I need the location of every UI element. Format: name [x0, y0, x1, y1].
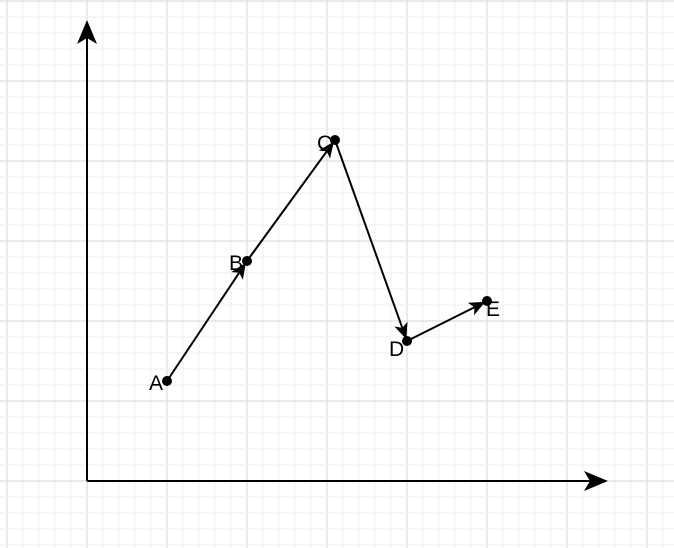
edges: [166, 139, 486, 382]
point-label-a: A: [149, 372, 163, 395]
point-b: [242, 256, 252, 266]
point-e: [482, 296, 492, 306]
points: [162, 135, 492, 386]
point-label-c: C: [317, 132, 332, 155]
point-c: [330, 135, 340, 145]
point-d: [402, 336, 412, 346]
point-label-e: E: [486, 298, 500, 321]
edge-a-b: [166, 262, 246, 382]
point-labels: A B C D E: [149, 132, 500, 395]
point-label-b: B: [229, 252, 243, 275]
point-label-d: D: [389, 338, 404, 361]
axes: [77, 20, 608, 491]
edge-d-e: [406, 301, 486, 342]
edge-c-d: [334, 139, 408, 340]
edge-b-c: [246, 141, 334, 262]
point-a: [162, 376, 172, 386]
